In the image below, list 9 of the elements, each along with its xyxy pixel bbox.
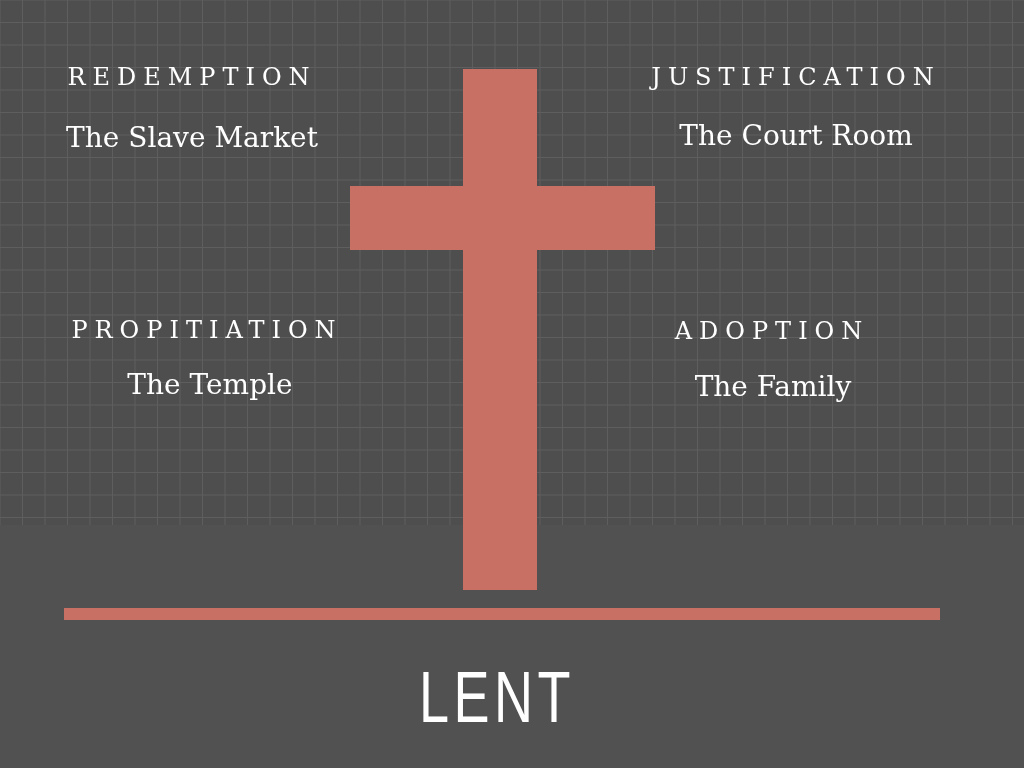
heading: REDEMPTION — [67, 63, 317, 91]
subheading: The Temple — [127, 367, 293, 401]
heading: PROPITIATION — [71, 316, 343, 344]
subheading: The Slave Market — [66, 120, 318, 154]
subheading: The Family — [694, 369, 852, 403]
subheading: The Court Room — [679, 118, 913, 152]
heading: JUSTIFICATION — [651, 63, 941, 91]
heading: ADOPTION — [674, 317, 870, 345]
title: LENT — [419, 656, 575, 738]
